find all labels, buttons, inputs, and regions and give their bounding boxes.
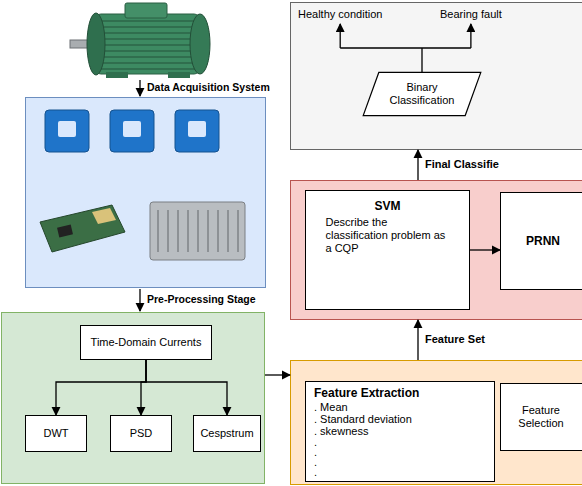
current-sensor: [175, 110, 219, 152]
box-text: Time-Domain Currents: [91, 336, 202, 349]
sensor-aperture: [188, 121, 206, 137]
list-item: . Standard deviation: [314, 413, 412, 425]
panel-ground: [291, 3, 582, 150]
process-box: Cespstrum: [193, 415, 261, 452]
board-connector: [92, 208, 116, 224]
box-heading: Feature Extraction: [314, 386, 419, 401]
chassis-ribs: [158, 210, 238, 252]
motor-terminal-box: [125, 3, 167, 18]
branch-arrow: [470, 24, 471, 48]
stage-panel: Binary Classification: [290, 2, 582, 150]
flow-arrow: [139, 80, 140, 96]
daq-board: [40, 205, 125, 252]
motor-fins: [100, 21, 196, 69]
current-sensor: [45, 110, 89, 152]
panel-ground: [291, 361, 582, 485]
edge-label: Final Classifie: [425, 158, 499, 171]
sensor-aperture: [58, 121, 76, 137]
list-item: .: [314, 467, 317, 477]
box-text: PSD: [130, 427, 153, 440]
current-sensor: [110, 110, 154, 152]
board-chip: [57, 225, 73, 238]
motor-foot: [106, 72, 128, 78]
box-body: Describe the classification problem as a…: [326, 216, 450, 255]
branch-line: [340, 48, 471, 72]
sensor-aperture: [123, 121, 141, 137]
stage-panel: Time-Domain CurrentsDWT PSD Cespstrum: [1, 312, 265, 484]
panel-ground: [2, 313, 265, 484]
flow-arrow: [417, 150, 418, 180]
branch-arrow: [340, 24, 341, 48]
stage-label: Pre-Processing Stage: [147, 293, 256, 306]
process-box: PSD: [110, 415, 172, 452]
flow-arrow: [141, 360, 146, 415]
box-text: Feature Selection: [509, 404, 573, 430]
decision-parallelogram: Binary Classification: [362, 72, 482, 116]
box-text: DWT: [43, 427, 68, 440]
method-box: PRNN: [500, 192, 582, 290]
flow-arrow: [139, 289, 140, 311]
acquisition-panel: [26, 98, 266, 288]
process-box: Time-Domain Currents: [80, 325, 212, 360]
stage-panel: SVM Describe the classification problem a…: [290, 180, 582, 320]
box-heading: PRNN: [526, 234, 560, 249]
box-text: Binary Classification: [382, 81, 462, 107]
daq-chassis: [150, 202, 245, 260]
flow-arrow: [265, 374, 290, 375]
output-label: Bearing fault: [440, 8, 502, 21]
list-item: .: [314, 447, 317, 457]
parallelogram-outline: [363, 72, 481, 115]
motor-front-flange: [87, 13, 105, 75]
panel-ground: [291, 181, 582, 320]
box-heading: SVM: [374, 199, 400, 214]
list-item: .: [314, 457, 317, 467]
process-box: Feature Selection: [500, 383, 582, 451]
output-label: Healthy condition: [298, 8, 382, 21]
motor-rear-cap: [190, 14, 210, 74]
stage-label: Data Acquisition System: [147, 81, 270, 94]
list-item: . skewness: [314, 425, 368, 437]
edge-label: Feature Set: [425, 333, 485, 346]
flow-arrow: [56, 360, 146, 415]
list-item: . Mean: [314, 401, 348, 413]
flow-arrow: [470, 249, 500, 250]
process-box: DWT: [25, 415, 87, 452]
flow-arrow: [417, 320, 418, 360]
motor-body: [95, 14, 200, 74]
stage-panel: Feature Extraction. Mean. Standard devia…: [290, 360, 582, 485]
box-text: Cespstrum: [200, 427, 253, 440]
flow-arrow: [146, 360, 227, 415]
method-box: SVM Describe the classification problem a…: [305, 190, 470, 310]
list-item: .: [314, 437, 317, 447]
feature-list-box: Feature Extraction. Mean. Standard devia…: [305, 381, 495, 482]
motor-foot: [168, 72, 190, 78]
